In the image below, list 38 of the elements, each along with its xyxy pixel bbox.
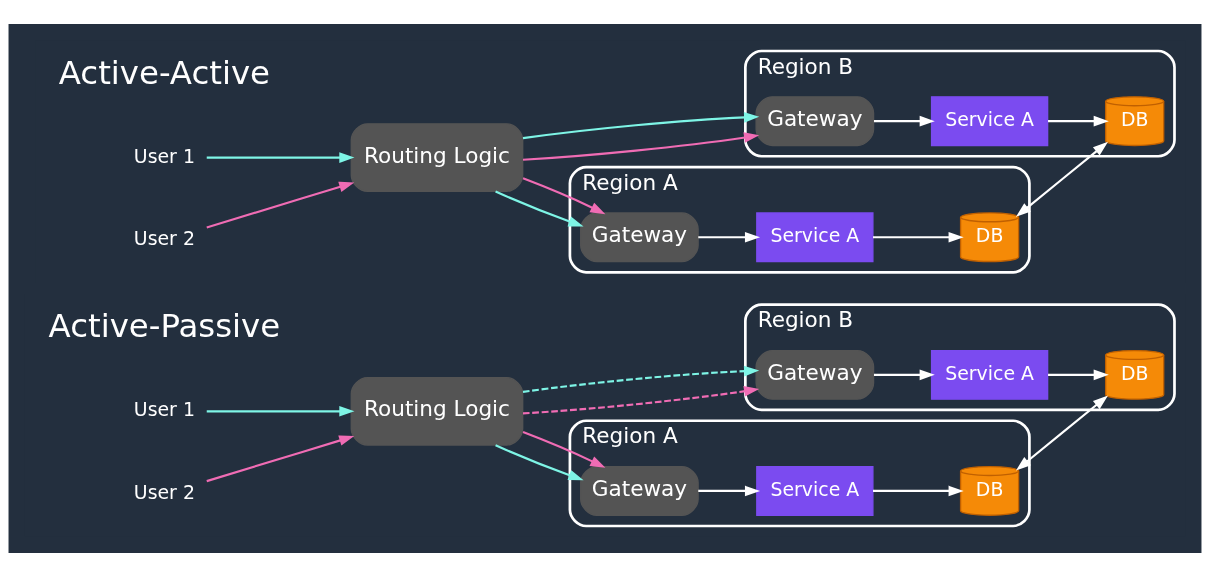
- arrow: [522, 177, 606, 215]
- node-text: User 2: [133, 480, 195, 503]
- node-box: Service A: [756, 212, 874, 263]
- arrow: [1048, 369, 1109, 381]
- arrow: [522, 365, 760, 393]
- arrow: [1048, 115, 1109, 127]
- arrow: [873, 115, 935, 127]
- arrow: [522, 386, 760, 415]
- node-text: User 1: [133, 398, 195, 421]
- node-text: User 1: [133, 144, 195, 167]
- label: Active-Passive: [48, 307, 281, 346]
- node-text: User 2: [133, 226, 195, 249]
- arrow: [698, 485, 761, 497]
- node-box: Routing Logic: [350, 376, 524, 446]
- arrow: [206, 152, 355, 163]
- arrow: [1015, 395, 1108, 471]
- node-box: Service A: [930, 349, 1049, 400]
- node-box: Gateway: [580, 465, 699, 516]
- arrow: [873, 485, 964, 497]
- arrow: [873, 231, 964, 243]
- node-box: Gateway: [755, 96, 875, 147]
- node-box: Service A: [930, 96, 1049, 147]
- arrow: [698, 231, 761, 243]
- arrow: [495, 444, 584, 481]
- arrow: [522, 132, 760, 161]
- arrow: [1015, 141, 1108, 217]
- node-box: Gateway: [580, 212, 699, 263]
- arrow: [522, 112, 760, 140]
- arrow: [206, 181, 355, 229]
- node-box: Service A: [756, 465, 874, 516]
- node-box: Gateway: [755, 349, 875, 400]
- arrow: [495, 190, 584, 227]
- arrow: [206, 435, 355, 483]
- label: Active-Active: [58, 53, 271, 92]
- node-box: Routing Logic: [350, 123, 524, 192]
- arrow: [522, 431, 606, 468]
- arrow: [206, 406, 355, 417]
- arrow: [873, 369, 935, 381]
